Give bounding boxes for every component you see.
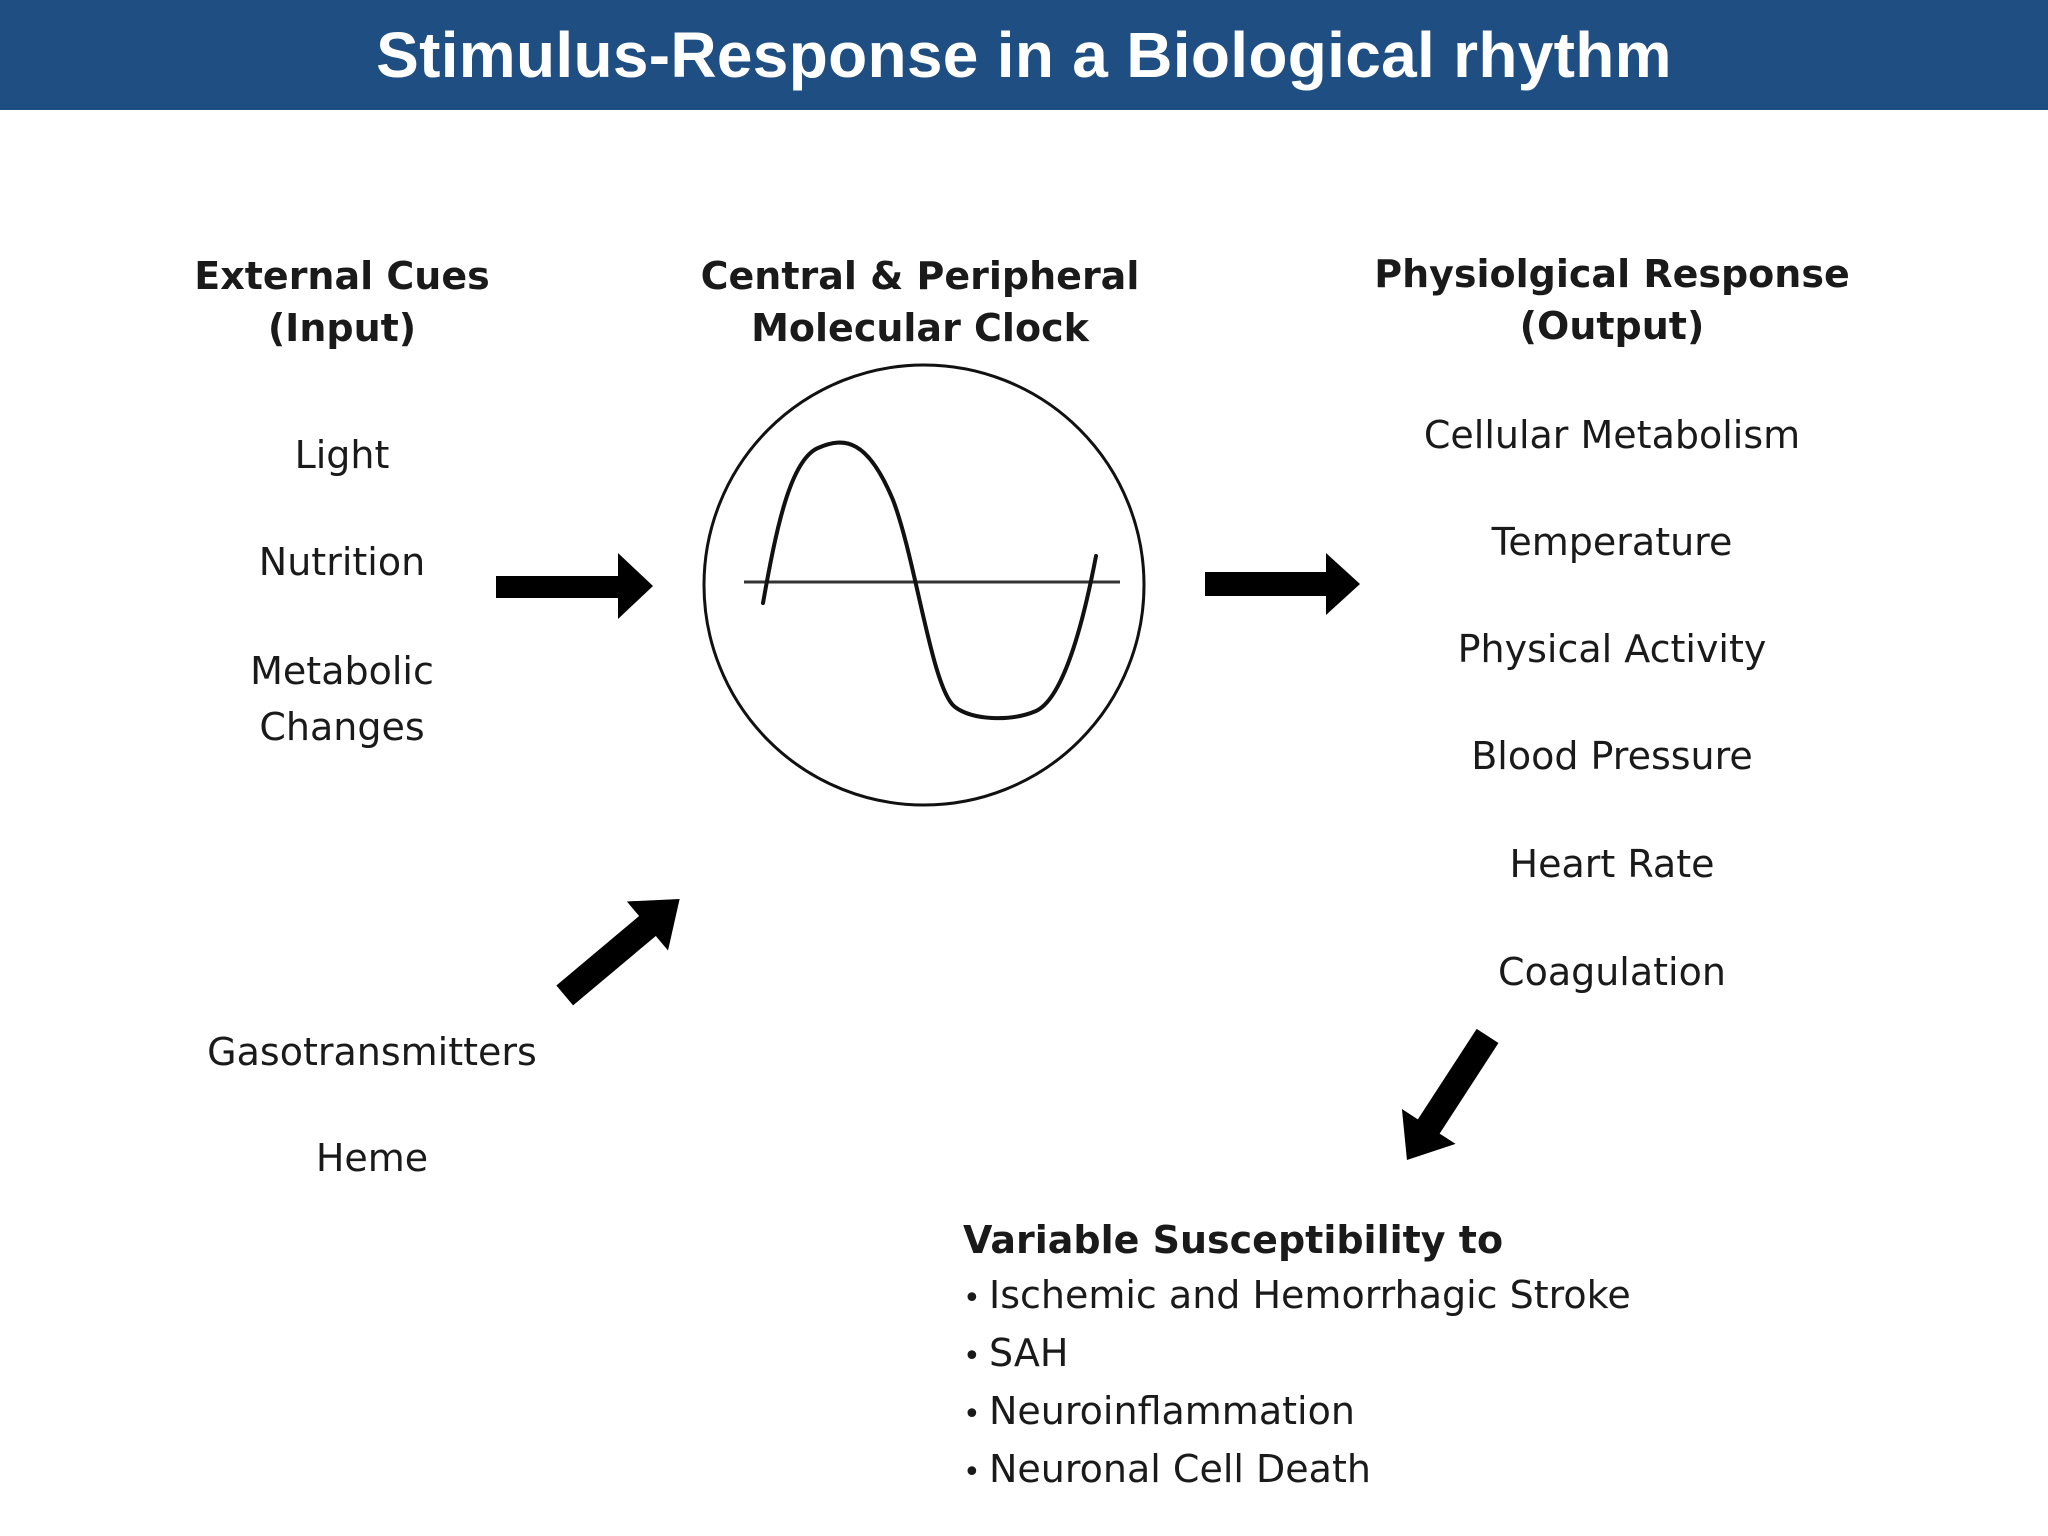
susceptibility-item-neuroinflammation: Neuroinflammation: [989, 1389, 1355, 1433]
output-item-heart-rate: Heart Rate: [1509, 842, 1715, 886]
bullet-icon: •: [963, 1281, 981, 1316]
list-item: •SAH: [963, 1326, 1631, 1384]
title-bar: [0, 0, 2048, 110]
susceptibility-item-neuronal-cell-death: Neuronal Cell Death: [989, 1447, 1371, 1491]
metabolic-line1: Metabolic: [250, 649, 434, 693]
sine-wave-clock-icon: [702, 363, 1146, 807]
list-item: •Neuronal Cell Death: [963, 1442, 1631, 1500]
input-item-heme: Heme: [315, 1136, 429, 1180]
bullet-icon: •: [963, 1455, 981, 1490]
input-heading: External Cues (Input): [182, 250, 502, 354]
input-item-gasotransmitters: Gasotransmitters: [207, 1030, 537, 1074]
susceptibility-title: Variable Susceptibility to: [963, 1218, 1504, 1262]
output-item-temperature: Temperature: [1491, 520, 1733, 564]
input-item-metabolic-changes: Metabolic Changes: [182, 643, 502, 755]
bullet-icon: •: [963, 1397, 981, 1432]
output-heading-line2: (Output): [1519, 304, 1705, 348]
arrow-clock-to-output: [1205, 553, 1360, 615]
susceptibility-item-stroke: Ischemic and Hemorrhagic Stroke: [989, 1273, 1631, 1317]
susceptibility-list: •Ischemic and Hemorrhagic Stroke •SAH •N…: [963, 1268, 1631, 1500]
clock-heading-line1: Central & Peripheral: [700, 254, 1140, 298]
arrow-input-to-clock: [496, 553, 653, 619]
metabolic-line2: Changes: [259, 705, 425, 749]
list-item: •Ischemic and Hemorrhagic Stroke: [963, 1268, 1631, 1326]
arrow-secondary-to-clock: [556, 899, 680, 1006]
arrow-output-to-susceptibility: [1401, 1028, 1499, 1161]
clock-heading-line2: Molecular Clock: [751, 306, 1089, 350]
clock-heading: Central & Peripheral Molecular Clock: [700, 250, 1140, 354]
list-item: •Neuroinflammation: [963, 1384, 1631, 1442]
output-item-blood-pressure: Blood Pressure: [1471, 734, 1753, 778]
input-item-light: Light: [294, 433, 390, 477]
bullet-icon: •: [963, 1339, 981, 1374]
input-heading-line1: External Cues: [194, 254, 490, 298]
susceptibility-item-sah: SAH: [989, 1331, 1069, 1375]
output-item-physical-activity: Physical Activity: [1457, 627, 1767, 671]
output-heading-line1: Physiolgical Response: [1374, 252, 1850, 296]
output-item-cellular-metabolism: Cellular Metabolism: [1423, 413, 1801, 457]
page-title: Stimulus-Response in a Biological rhythm: [376, 19, 1672, 91]
output-heading: Physiolgical Response (Output): [1372, 248, 1852, 352]
susceptibility-block: Variable Susceptibility to •Ischemic and…: [963, 1212, 1631, 1500]
input-heading-line2: (Input): [267, 306, 417, 350]
input-item-nutrition: Nutrition: [258, 540, 426, 584]
output-item-coagulation: Coagulation: [1498, 950, 1726, 994]
